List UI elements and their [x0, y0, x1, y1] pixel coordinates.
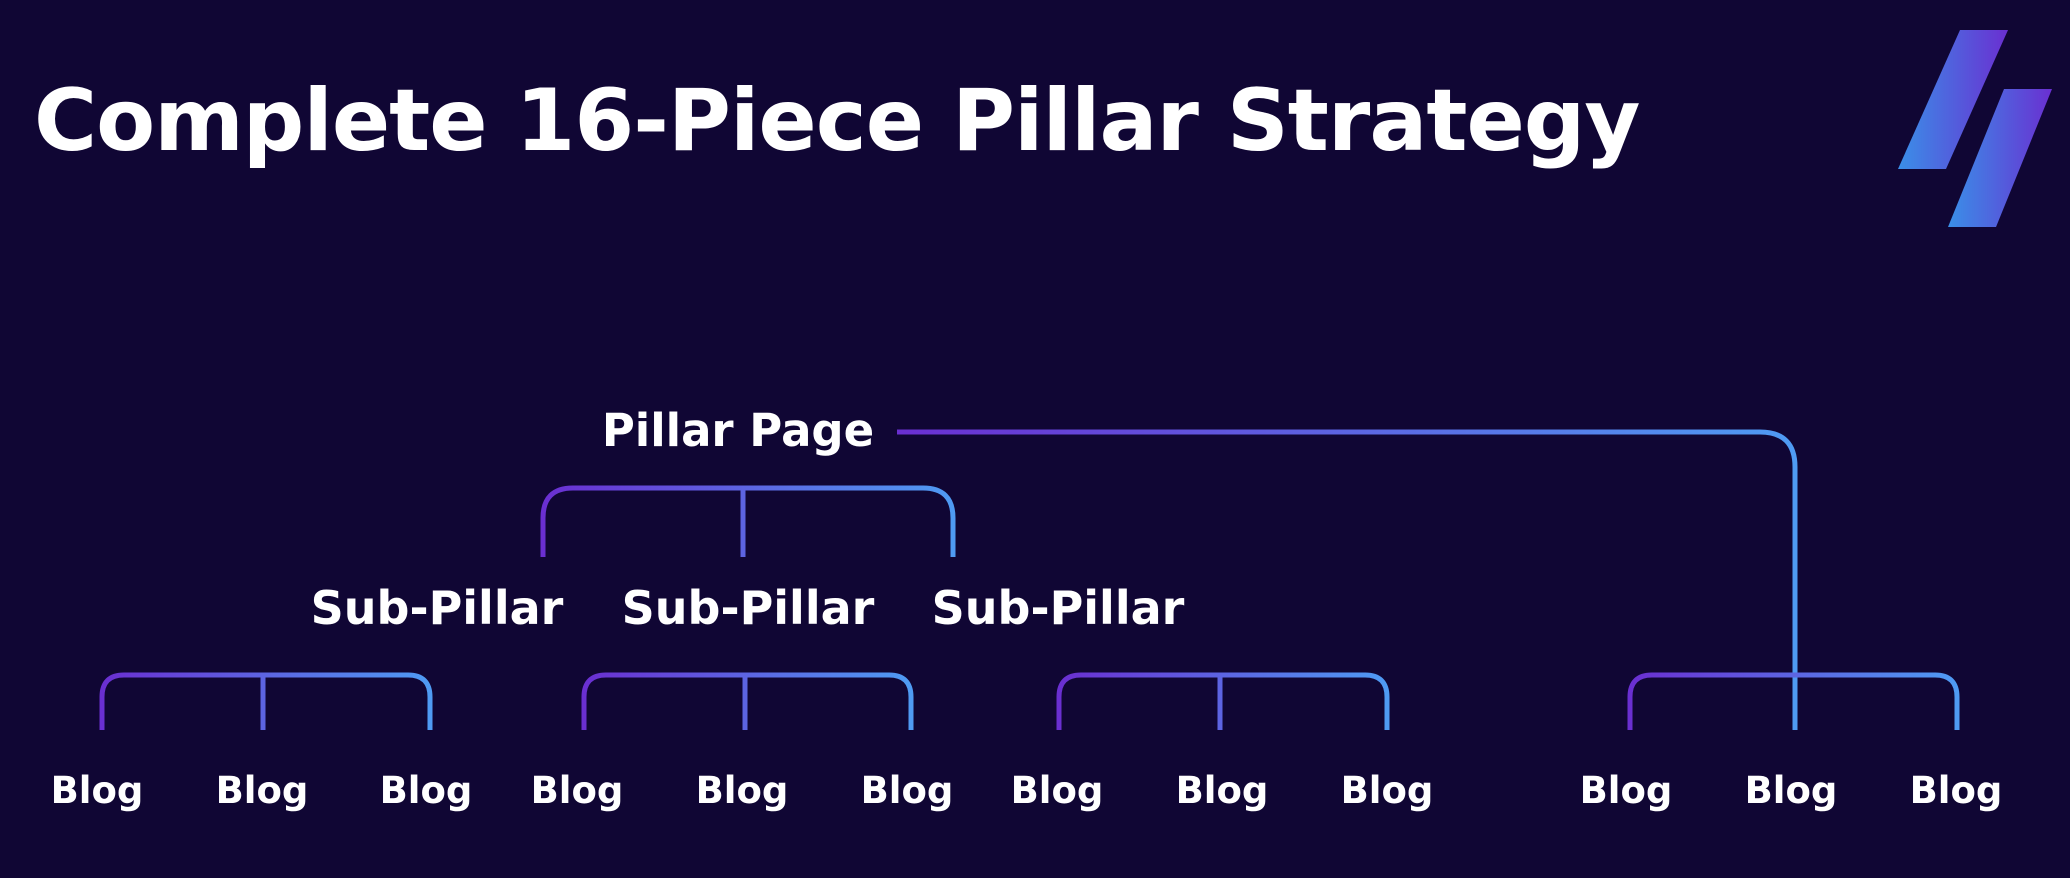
- blog-node: Blog: [1340, 769, 1434, 812]
- blog-node: Blog: [50, 769, 144, 812]
- blog-node: Blog: [1909, 769, 2003, 812]
- blog-bracket-2: [581, 672, 914, 730]
- blog-node: Blog: [530, 769, 624, 812]
- blog-bracket-4: [1627, 672, 1960, 730]
- blog-node: Blog: [1175, 769, 1269, 812]
- sub-pillar-node-2: Sub-Pillar: [621, 581, 875, 635]
- blog-node: Blog: [1579, 769, 1673, 812]
- pillar-connector: [897, 429, 1798, 730]
- blog-node: Blog: [379, 769, 473, 812]
- blog-node: Blog: [860, 769, 954, 812]
- sub-pillar-node-1: Sub-Pillar: [310, 581, 564, 635]
- sub-pillar-node-3: Sub-Pillar: [931, 581, 1185, 635]
- pillar-page-node: Pillar Page: [601, 404, 875, 457]
- logo-slash-right: [1948, 89, 2052, 227]
- blog-node: Blog: [1744, 769, 1838, 812]
- blog-bracket-3: [1056, 672, 1390, 730]
- blog-node: Blog: [215, 769, 309, 812]
- blog-bracket-1: [99, 672, 433, 730]
- blog-node: Blog: [1010, 769, 1104, 812]
- brand-logo-icon: [1898, 30, 2052, 227]
- pillar-bracket: [540, 485, 956, 557]
- page-title: Complete 16-Piece Pillar Strategy: [34, 71, 1640, 171]
- blog-node: Blog: [695, 769, 789, 812]
- logo-slash-left: [1898, 30, 2008, 169]
